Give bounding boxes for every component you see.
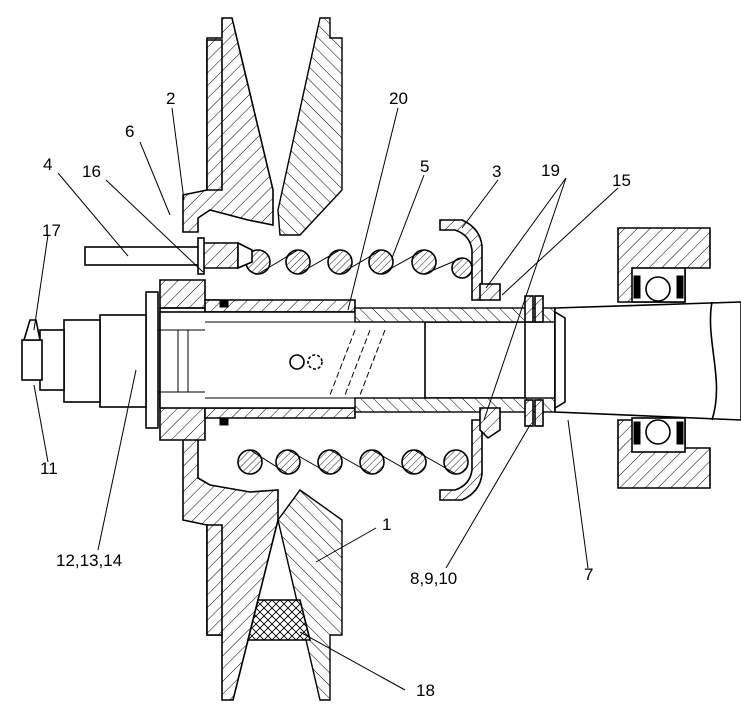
- callout-20: 20: [389, 89, 408, 108]
- callout-2: 2: [166, 89, 175, 108]
- callout-15: 15: [612, 171, 631, 190]
- movable-pulley-half: [277, 17, 343, 701]
- callout-16: 16: [82, 162, 101, 181]
- seal-upper: [219, 299, 229, 308]
- spring-cup: [439, 219, 483, 501]
- end-fastener-stack: [21, 291, 205, 429]
- leader-lines: [33, 107, 619, 691]
- callout-11: 11: [40, 459, 58, 478]
- callout-19: 19: [541, 161, 560, 180]
- callout-6: 6: [125, 122, 134, 141]
- guide-pin: [84, 237, 253, 275]
- callout-18: 18: [416, 681, 435, 700]
- callout-labels: 2 6 4 16 17 20 5 3 19 15 11 12,13,14 1 8…: [40, 89, 631, 700]
- compression-spring: [237, 249, 473, 475]
- main-shaft: [159, 307, 556, 413]
- callout-3: 3: [492, 162, 501, 181]
- seal-lower: [219, 417, 229, 426]
- callout-1: 1: [382, 515, 391, 534]
- bearing-assembly: [617, 227, 711, 489]
- callout-12-13-14: 12,13,14: [56, 551, 122, 570]
- output-shaft: [554, 301, 741, 421]
- callout-5: 5: [420, 157, 429, 176]
- drive-belt: [246, 599, 312, 641]
- callout-4: 4: [43, 155, 52, 174]
- callout-17: 17: [42, 221, 61, 240]
- callout-7: 7: [584, 565, 593, 584]
- callout-8-9-10: 8,9,10: [410, 569, 457, 588]
